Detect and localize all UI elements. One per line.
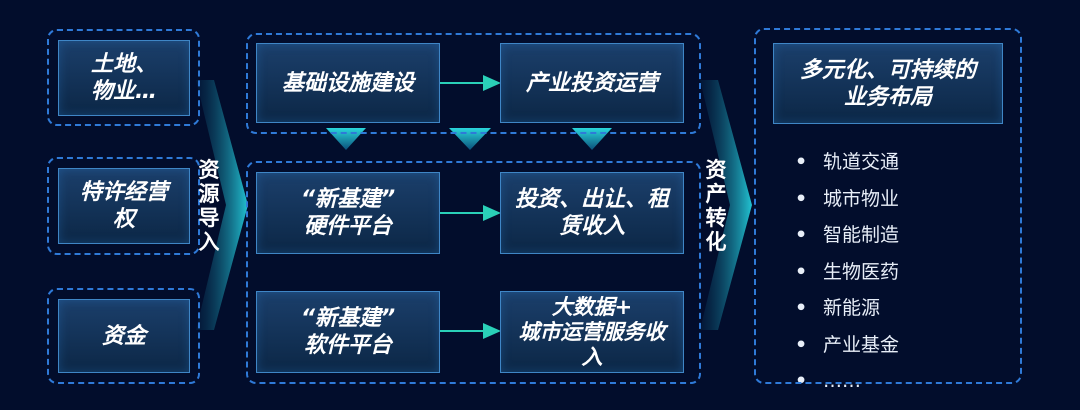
box-hardware-platform: “新基建” 硬件平台 [256, 172, 440, 254]
bullet-icon: • [795, 187, 808, 210]
bullet-icon: • [795, 260, 808, 283]
label-char: 化 [705, 230, 727, 254]
input-group-frame-3 [47, 288, 200, 384]
label-char: 导 [198, 206, 220, 230]
list-item: •轨道交通 [795, 144, 899, 181]
label-asset-conversion: 资 产 转 化 [703, 158, 729, 254]
box-infrastructure: 基础设施建设 [256, 43, 440, 123]
input-box-land: 土地、 物业… [58, 40, 190, 116]
list-item: •城市物业 [795, 181, 899, 218]
list-item: •智能制造 [795, 217, 899, 254]
input-box-funds: 资金 [58, 299, 190, 373]
output-frame [754, 28, 1022, 384]
list-item: •新能源 [795, 290, 899, 327]
list-item: •…… [795, 363, 899, 400]
input-group-frame-1 [47, 29, 200, 126]
bullet-icon: • [795, 297, 808, 319]
bullet-icon: • [795, 333, 808, 356]
bullet-icon: • [795, 224, 808, 246]
label-char: 产 [705, 182, 727, 206]
label-char: 资 [705, 158, 727, 182]
label-resource-import: 资 源 导 入 [196, 158, 222, 254]
box-investment-income: 投资、出让、租 赁收入 [500, 172, 684, 254]
business-list: •轨道交通 •城市物业 •智能制造 •生物医药 •新能源 •产业基金 •…… [795, 144, 899, 400]
label-char: 源 [198, 182, 220, 206]
label-char: 资 [198, 158, 220, 182]
output-title-box: 多元化、可持续的 业务布局 [773, 43, 1003, 124]
input-box-franchise: 特许经营 权 [58, 168, 190, 244]
label-char: 转 [705, 206, 727, 230]
box-operation-income: 大数据+ 城市运营服务收 入 [500, 291, 684, 373]
list-item: •产业基金 [795, 327, 899, 364]
box-industry-investment: 产业投资运营 [500, 43, 684, 123]
list-item: •生物医药 [795, 254, 899, 291]
bullet-icon: • [795, 151, 808, 173]
label-char: 入 [198, 230, 220, 254]
box-software-platform: “新基建” 软件平台 [256, 291, 440, 373]
bullet-icon: • [795, 370, 808, 392]
